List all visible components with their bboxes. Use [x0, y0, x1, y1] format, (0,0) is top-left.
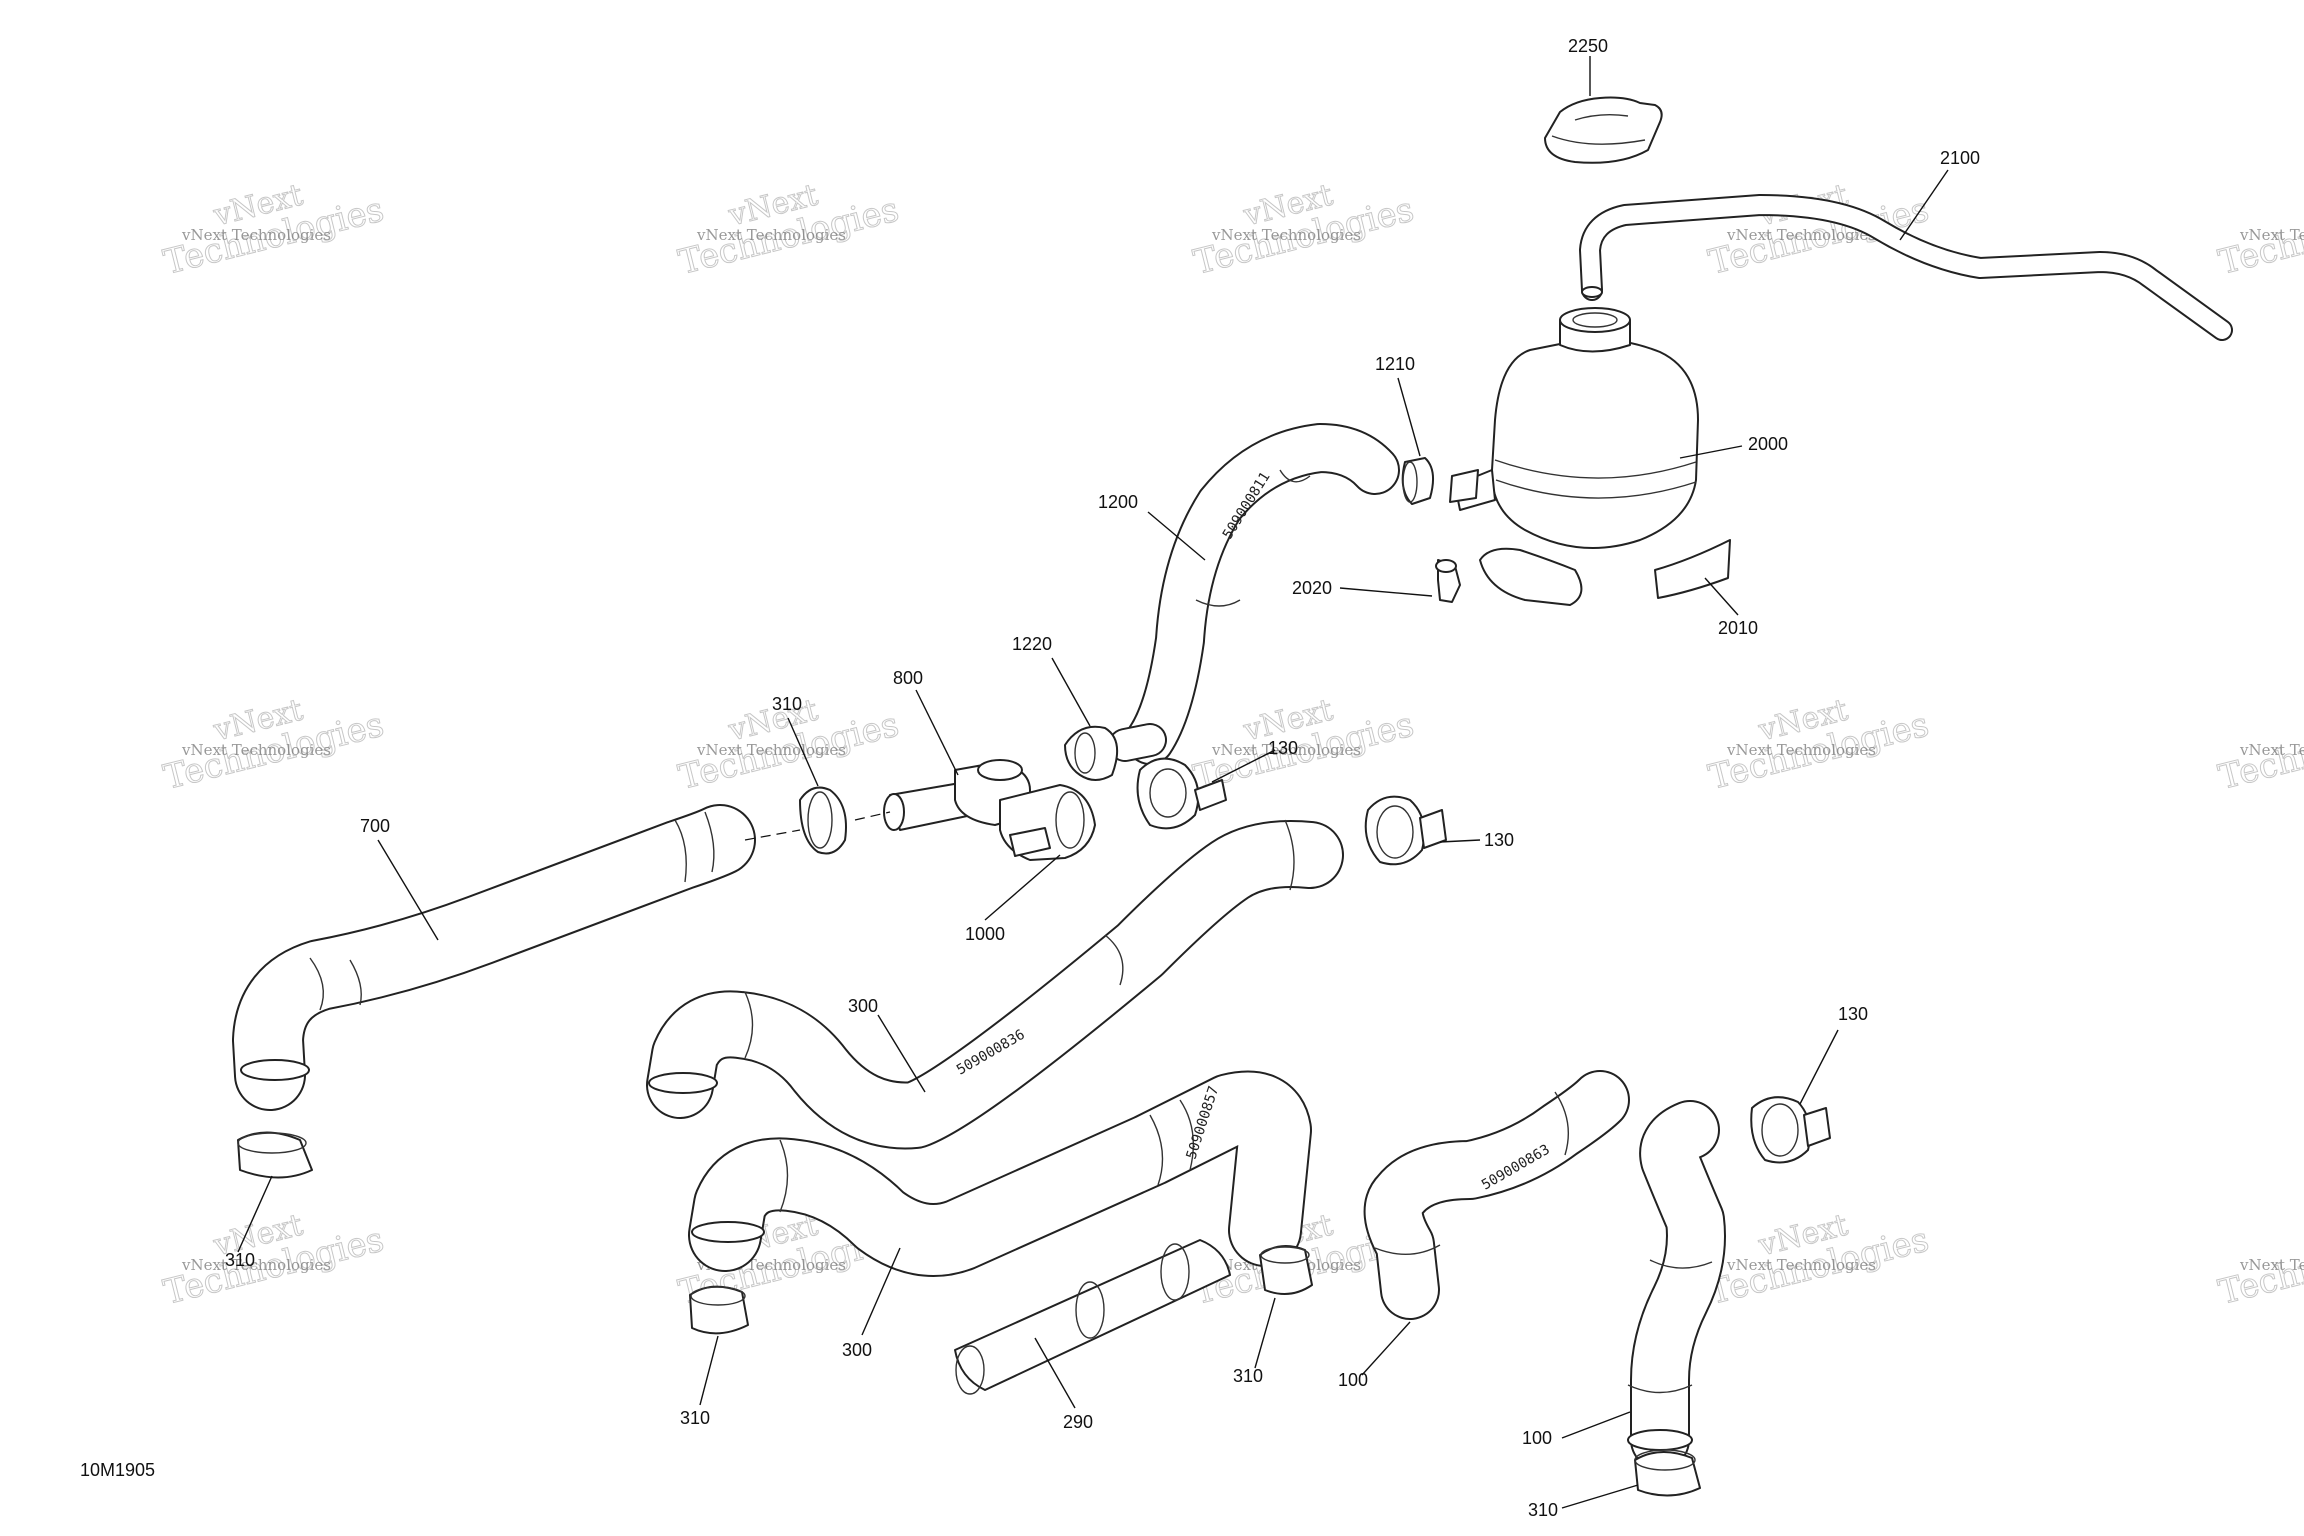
- part-800-housing: [883, 759, 1096, 861]
- drawing-id: 10M1905: [80, 1460, 155, 1480]
- label-300-a: 300: [848, 996, 878, 1016]
- label-1000: 1000: [965, 924, 1005, 944]
- leader-lines: [237, 56, 1949, 1509]
- label-2000: 2000: [1748, 434, 1788, 454]
- label-2100: 2100: [1940, 148, 1980, 168]
- part-310-clamp-b: [1259, 1245, 1313, 1295]
- label-1220: 1220: [1012, 634, 1052, 654]
- label-290: 290: [1063, 1412, 1093, 1432]
- label-1210: 1210: [1375, 354, 1415, 374]
- part-130-clamp-a: [1136, 757, 1227, 830]
- label-1200: 1200: [1098, 492, 1138, 512]
- watermark-text: vNext Technologies: [2239, 741, 2304, 759]
- watermark-text: vNext Technologies: [696, 226, 846, 244]
- callout-labels: 2250 2100 1210 2000 1200 2020 2010 1220 …: [80, 36, 1980, 1520]
- part-1200-hose: 509000811: [1108, 423, 1400, 765]
- part-1220-clamp: [1064, 725, 1119, 781]
- part-310-clamp-c: [689, 1285, 749, 1335]
- watermark: Technologies vNext: [674, 692, 903, 798]
- label-310-a: 310: [772, 694, 802, 714]
- part-130-clamp-c: [1750, 1096, 1831, 1164]
- watermark-text: vNext Technologies: [696, 741, 846, 759]
- part-300-hose-a: 509000836: [646, 819, 1344, 1150]
- watermark: Technologies vNext: [159, 692, 388, 798]
- label-100-b: 100: [1522, 1428, 1552, 1448]
- part-130-clamp-b: [1364, 795, 1447, 866]
- label-2250: 2250: [1568, 36, 1608, 56]
- label-310-b: 310: [225, 1250, 255, 1270]
- watermark-text: vNext Technologies: [1211, 226, 1361, 244]
- label-300-b: 300: [842, 1340, 872, 1360]
- watermark-text: vNext Technologies: [1726, 1256, 1876, 1274]
- label-2010: 2010: [1718, 618, 1758, 638]
- part-100-hose-a: 509000863: [1363, 1070, 1630, 1320]
- watermark-text: vNext Technologies: [2239, 1256, 2304, 1274]
- label-130-c: 130: [1838, 1004, 1868, 1024]
- watermark-text: vNext Technologies: [181, 741, 331, 759]
- watermark-text: vNext Technologies: [181, 1256, 331, 1274]
- part-1000-outlet: [1009, 827, 1051, 857]
- label-310-e: 310: [1528, 1500, 1558, 1520]
- part-2020-screw: [1435, 559, 1461, 603]
- part-100-hose-b: [1627, 1100, 1726, 1470]
- label-700: 700: [360, 816, 390, 836]
- watermark: Technologies vNext: [159, 1207, 388, 1313]
- watermark-text: vNext Technologies: [181, 226, 331, 244]
- part-1210-clamp: [1401, 457, 1435, 505]
- part-310-clamp-e: [1634, 1449, 1701, 1497]
- watermark-text: vNext Technologies: [1211, 741, 1361, 759]
- watermark: Technologies vNext: [1704, 177, 1933, 283]
- label-800: 800: [893, 668, 923, 688]
- assembly-dash: [854, 811, 891, 821]
- watermark: Technologies vNext: [159, 177, 388, 283]
- label-2020: 2020: [1292, 578, 1332, 598]
- watermark: Technologies vNext: [1704, 1207, 1933, 1313]
- part-2010-label: [1654, 539, 1731, 599]
- part-2100-overflow-tube: [1579, 194, 2233, 341]
- label-100-a: 100: [1338, 1370, 1368, 1390]
- part-300-hose-b: 509000857: [688, 1070, 1312, 1277]
- part-2250-cap: [1544, 96, 1663, 164]
- assembly-dash: [744, 829, 801, 841]
- label-130-b: 130: [1484, 830, 1514, 850]
- watermark-text: vNext Technologies: [2239, 226, 2304, 244]
- label-310-c: 310: [680, 1408, 710, 1428]
- part-310-clamp-d: [237, 1131, 313, 1179]
- part-310-clamp-a: [799, 786, 847, 855]
- label-310-d: 310: [1233, 1366, 1263, 1386]
- watermark-text: vNext Technologies: [1726, 226, 1876, 244]
- watermark: Technologies vNext: [674, 177, 903, 283]
- watermark: Technologies vNext: [1189, 177, 1418, 283]
- part-290-sleeve: [954, 1239, 1231, 1395]
- part-2000-reservoir: [1449, 307, 1699, 606]
- watermark: Technologies vNext: [1704, 692, 1933, 798]
- part-700-hose: [232, 804, 756, 1111]
- label-130-a: 130: [1268, 738, 1298, 758]
- watermark-text: vNext Technologies: [1726, 741, 1876, 759]
